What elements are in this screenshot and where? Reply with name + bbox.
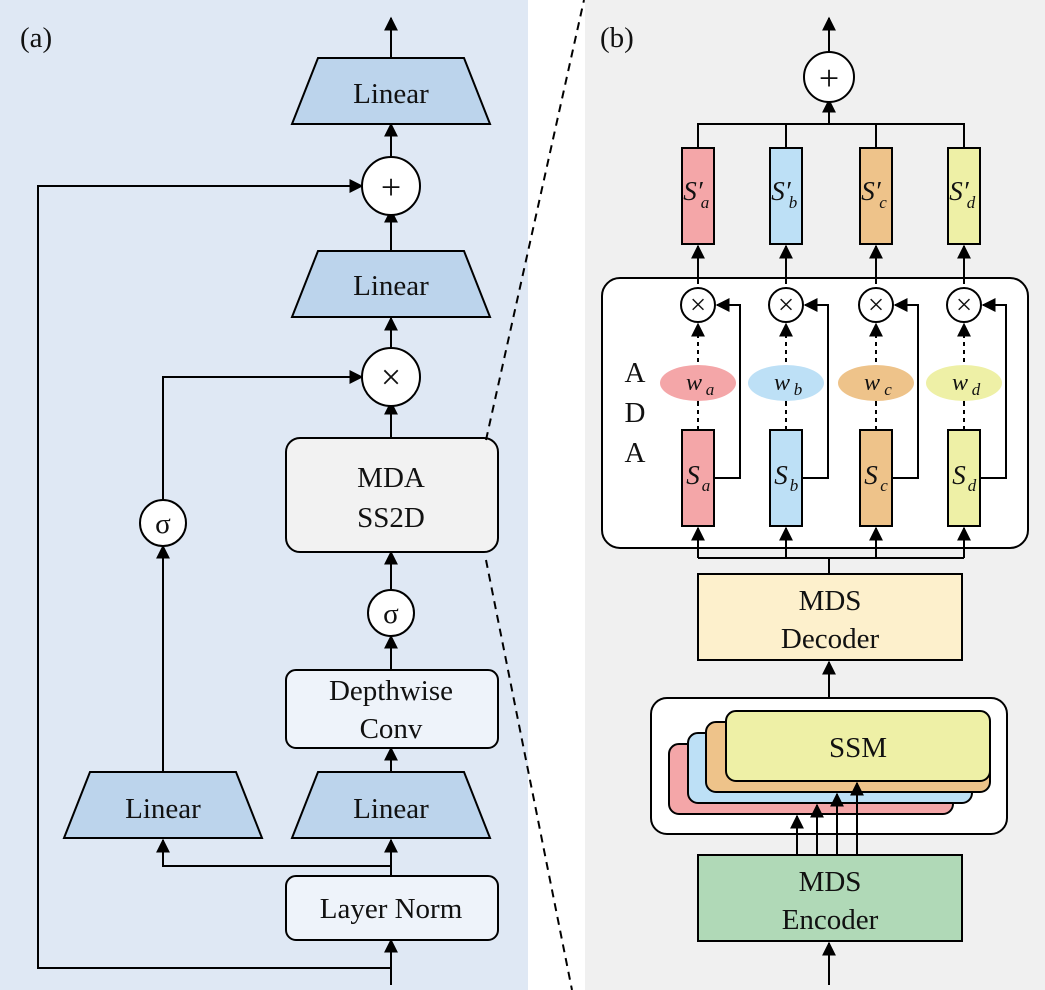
- s-prime-a-block: [681, 147, 715, 245]
- sigma-right-symbol: σ: [383, 598, 399, 630]
- mul-symbol-b: ×: [778, 289, 794, 321]
- s-a-symbol: S: [686, 460, 700, 490]
- s-d-sub: d: [968, 476, 977, 495]
- s-prime-d-sub: d: [967, 193, 976, 212]
- w-c-ellipse: [838, 365, 914, 401]
- s-c-block: [859, 429, 893, 527]
- s-prime-d-symbol: S′: [949, 176, 970, 206]
- s-prime-b-block: [769, 147, 803, 245]
- mds-decoder-block: [697, 573, 963, 661]
- add-symbol: +: [381, 167, 401, 207]
- sigma-left-symbol: σ: [155, 508, 171, 540]
- s-c-symbol: S: [864, 460, 878, 490]
- branch-b: S′ b × w b S b: [748, 147, 829, 527]
- w-d-ellipse: [926, 365, 1002, 401]
- linear-left-block: [62, 771, 264, 839]
- encoder-to-ssm: [790, 781, 864, 855]
- decoder-label-line1: MDS: [799, 585, 862, 617]
- s-d-symbol: S: [952, 460, 966, 490]
- zoom-lines: [485, 0, 585, 990]
- s-prime-b-sub: b: [789, 193, 798, 212]
- panel-b: (b) A D A + S′ a × w a: [585, 0, 1045, 990]
- w-b-symbol: w: [774, 370, 790, 396]
- s-prime-b-symbol: S′: [771, 176, 792, 206]
- linear-left-label: Linear: [125, 793, 201, 825]
- s-a-block: [681, 429, 715, 527]
- layer-norm-block: [285, 875, 499, 941]
- ssm-layer-yellow: [725, 710, 991, 782]
- s-b-sub: b: [790, 476, 799, 495]
- ada-letter-2: D: [625, 397, 646, 429]
- multiply-symbol: ×: [381, 357, 401, 397]
- s-b-block: [769, 429, 803, 527]
- sigma-right-circle: [367, 589, 415, 637]
- w-a-sub: a: [706, 380, 715, 399]
- w-c-symbol: w: [864, 370, 880, 396]
- b-add-circle: [803, 51, 855, 103]
- s-prime-a-symbol: S′: [683, 176, 704, 206]
- ada-letter-1: A: [625, 357, 646, 389]
- depthwise-conv-block: [285, 669, 499, 749]
- w-d-symbol: w: [952, 370, 968, 396]
- b-add-symbol: +: [819, 58, 839, 98]
- s-prime-d-block: [947, 147, 981, 245]
- add-circle: [361, 156, 421, 216]
- branch-d: S′ d × w d S d: [926, 147, 1007, 527]
- panel-a: (a) Linear + Linear ×: [0, 0, 528, 990]
- encoder-label-line1: MDS: [799, 866, 862, 898]
- linear-right-block: [290, 771, 492, 839]
- mda-ss2d-block: [285, 437, 499, 553]
- panel-a-tag: (a): [20, 22, 52, 54]
- w-a-symbol: w: [686, 370, 702, 396]
- linear-mid-label: Linear: [353, 270, 429, 302]
- s-prime-c-sub: c: [879, 193, 887, 212]
- mda-label-line1: MDA: [357, 462, 425, 494]
- branch-c: S′ c × w c S c: [838, 147, 919, 527]
- mul-circle-c: [858, 287, 894, 323]
- mul-circle-d: [946, 287, 982, 323]
- mda-label-line2: SS2D: [357, 502, 425, 534]
- w-b-sub: b: [794, 380, 803, 399]
- mul-circle-b: [768, 287, 804, 323]
- multiply-circle: [361, 347, 421, 407]
- s-b-symbol: S: [774, 460, 788, 490]
- w-c-sub: c: [884, 380, 892, 399]
- panel-a-connectors: [37, 16, 398, 985]
- mul-symbol-c: ×: [868, 289, 884, 321]
- s-prime-c-symbol: S′: [861, 176, 882, 206]
- s-prime-c-block: [859, 147, 893, 245]
- panel-b-tag: (b): [600, 22, 634, 54]
- decoder-label-line2: Decoder: [781, 623, 880, 655]
- linear-right-label: Linear: [353, 793, 429, 825]
- linear-mid-block: [290, 250, 492, 318]
- ada-letter-3: A: [625, 437, 646, 469]
- ssm-label: SSM: [829, 732, 887, 764]
- w-a-ellipse: [660, 365, 736, 401]
- dwconv-label-line2: Conv: [360, 713, 423, 745]
- branch-a: S′ a × w a S a: [660, 147, 741, 527]
- s-a-sub: a: [702, 476, 711, 495]
- mul-symbol-d: ×: [956, 289, 972, 321]
- dwconv-label-line1: Depthwise: [329, 675, 453, 707]
- decoder-to-branches: [691, 526, 971, 574]
- panel-b-top-connectors: [697, 16, 965, 148]
- mds-encoder-block: [697, 854, 963, 942]
- mul-circle-a: [680, 287, 716, 323]
- s-prime-a-sub: a: [701, 193, 710, 212]
- s-c-sub: c: [880, 476, 888, 495]
- layer-norm-label: Layer Norm: [320, 893, 463, 925]
- sigma-left-circle: [139, 499, 187, 547]
- w-d-sub: d: [972, 380, 981, 399]
- mul-symbol-a: ×: [690, 289, 706, 321]
- linear-top-block: [290, 57, 492, 125]
- linear-top-label: Linear: [353, 78, 429, 110]
- encoder-label-line2: Encoder: [782, 904, 879, 936]
- w-b-ellipse: [748, 365, 824, 401]
